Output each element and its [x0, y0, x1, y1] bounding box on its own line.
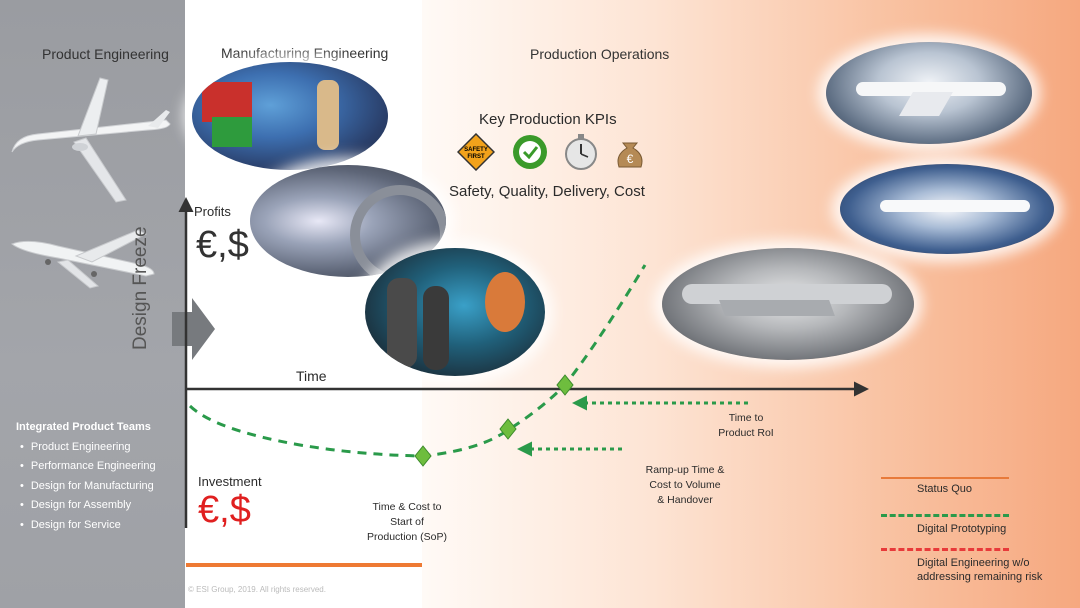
digital-prototyping-curve — [188, 264, 647, 458]
legend-status-quo-label: Status Quo — [917, 483, 973, 495]
sop-annotation-line: Production (SoP) — [367, 531, 447, 543]
list-item: Performance Engineering — [16, 457, 156, 477]
legend-digital-engineering-label: Digital Engineering w/o addressing remai… — [917, 557, 1043, 583]
svg-text:SAFETY: SAFETY — [464, 147, 488, 153]
list-item: Design for Service — [16, 516, 156, 536]
airplane-icon — [11, 77, 171, 203]
money-bag-icon: € — [611, 133, 649, 171]
airplane-hangar-image — [662, 248, 914, 360]
virtual-reality-image — [365, 248, 545, 376]
airplane-in-flight-image — [826, 42, 1032, 144]
investment-label: Investment — [198, 474, 262, 489]
legend-digital-prototyping-swatch — [881, 514, 1009, 517]
roi-annotation-line: Product RoI — [718, 427, 774, 439]
stopwatch-icon — [562, 133, 600, 171]
sop-annotation-line: Time & Cost to — [372, 501, 442, 513]
section-title-manufacturing-engineering: Manufacturing Engineering — [221, 45, 389, 61]
kpi-title: Key Production KPIs — [479, 111, 617, 128]
legend-digital-prototyping-label: Digital Prototyping — [917, 523, 1007, 535]
ramp-up-annotation: Ramp-up Time & Cost to Volume & Handover — [625, 463, 745, 508]
profits-currency: €,$ — [196, 224, 249, 266]
copyright-text: © ESI Group, 2019. All rights reserved. — [188, 585, 326, 594]
list-item: Product Engineering — [16, 438, 156, 458]
milestone-roi-marker — [556, 374, 574, 396]
factory-simulation-image — [192, 62, 388, 170]
milestone-sop-marker — [414, 445, 432, 467]
roi-annotation: Time to Product RoI — [700, 411, 792, 441]
airplane-icon — [10, 229, 155, 289]
time-axis-label: Time — [296, 368, 327, 384]
section-title-production-operations: Production Operations — [530, 46, 670, 62]
sop-annotation: Time & Cost to Start of Production (SoP) — [348, 500, 466, 545]
list-item: Design for Assembly — [16, 496, 156, 516]
svg-text:€: € — [627, 152, 634, 166]
quality-assurance-icon — [511, 133, 549, 171]
ramp-up-annotation-line: & Handover — [657, 494, 713, 506]
integrated-teams-title: Integrated Product Teams — [16, 421, 151, 433]
profits-label: Profits — [194, 204, 231, 219]
legend-digital-engineering-swatch — [881, 548, 1009, 551]
safety-first-icon: SAFETY FIRST — [457, 133, 495, 171]
svg-text:FIRST: FIRST — [467, 154, 485, 160]
section-title-product-engineering: Product Engineering — [42, 46, 169, 62]
ramp-up-annotation-line: Ramp-up Time & — [645, 464, 725, 476]
milestone-ramp-up-marker — [499, 418, 517, 440]
roi-annotation-line: Time to — [728, 412, 764, 424]
airplane-above-clouds-image — [840, 164, 1054, 254]
design-freeze-arrow-icon — [172, 298, 215, 360]
integrated-teams-list: Integrated Product Teams Product Enginee… — [16, 418, 156, 535]
ramp-up-annotation-line: Cost to Volume — [649, 479, 721, 491]
list-item: Design for Manufacturing — [16, 477, 156, 497]
kpi-subtitle: Safety, Quality, Delivery, Cost — [449, 183, 645, 200]
sop-annotation-line: Start of — [390, 516, 424, 528]
investment-currency: €,$ — [198, 489, 251, 531]
status-quo-bar — [186, 563, 422, 567]
legend-status-quo-swatch — [881, 477, 1009, 479]
